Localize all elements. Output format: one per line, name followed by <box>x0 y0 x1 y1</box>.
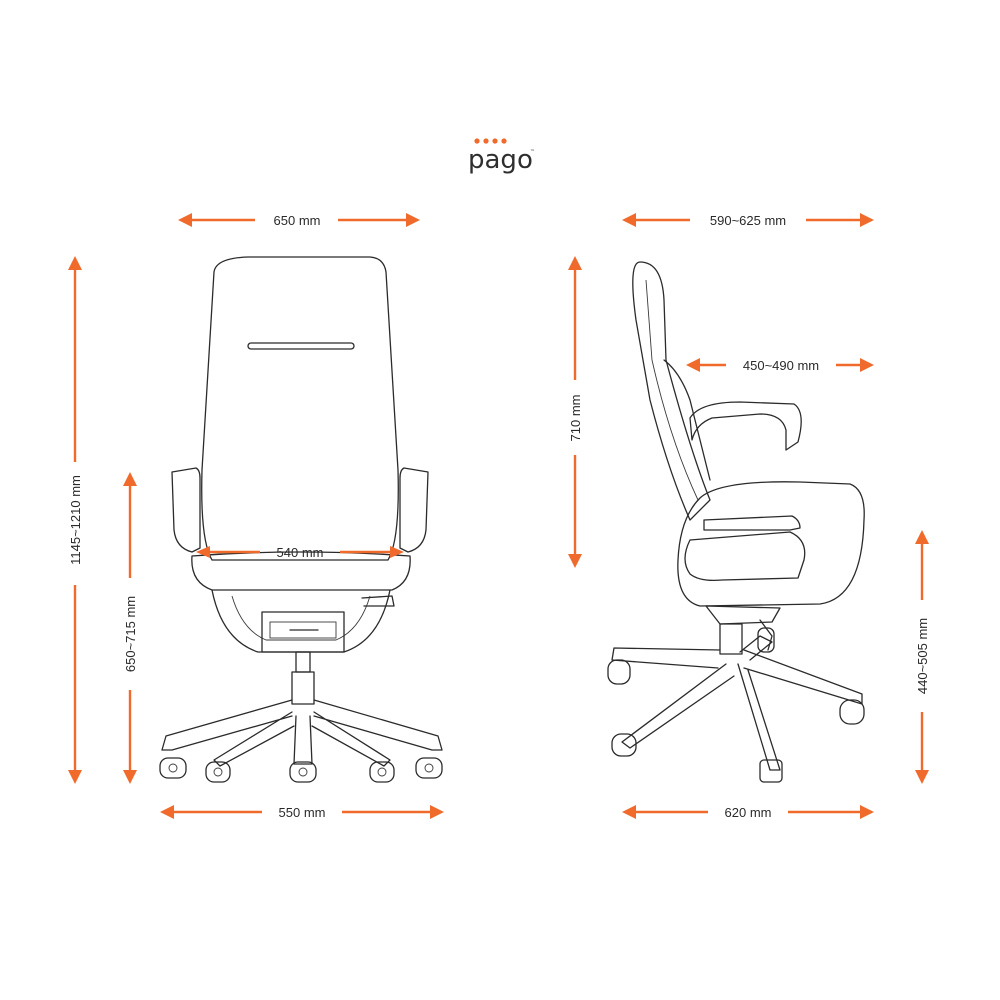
brand-logo: pago ™ <box>468 138 535 175</box>
front-seat-frame <box>211 589 391 653</box>
dim-front-seat-height-label: 650~715 mm <box>123 596 138 672</box>
dim-front-overall-width: 650 mm <box>178 213 420 228</box>
front-backrest-handle <box>247 342 355 350</box>
logo-dot <box>501 138 507 144</box>
front-view-chair-drawing <box>159 256 443 783</box>
side-armrest <box>689 401 802 451</box>
logo-dot <box>474 138 480 144</box>
dim-front-armrest-width: 540 mm <box>196 545 404 560</box>
logo-trademark: ™ <box>530 149 535 155</box>
side-lever <box>759 619 773 651</box>
dim-side-overall-depth: 590~625 mm <box>622 213 874 228</box>
side-view-chair-drawing <box>607 261 865 783</box>
dim-front-armrest-width-label: 540 mm <box>277 545 324 560</box>
side-casters <box>607 627 865 783</box>
logo-dot <box>492 138 498 144</box>
dim-front-base-width-label: 550 mm <box>279 805 326 820</box>
dim-side-back-height: 710 mm <box>568 256 583 568</box>
dim-front-overall-width-label: 650 mm <box>274 213 321 228</box>
dim-front-overall-height-label: 1145~1210 mm <box>68 475 83 565</box>
front-height-lever <box>361 595 395 607</box>
side-mechanism <box>705 605 781 625</box>
dim-side-overall-depth-label: 590~625 mm <box>710 213 786 228</box>
dim-side-armrest-depth-label: 450~490 mm <box>743 358 819 373</box>
front-gas-lift-upper <box>295 651 311 673</box>
dim-side-base-depth: 620 mm <box>622 805 874 820</box>
front-seat-cushion <box>191 551 411 591</box>
front-mechanism-plate <box>269 621 337 639</box>
side-seat-cushion <box>677 481 865 607</box>
front-seat-frame-inner <box>231 595 371 641</box>
logo-wordmark: pago <box>468 145 533 175</box>
side-base-star <box>611 635 863 771</box>
dim-side-base-depth-label: 620 mm <box>725 805 772 820</box>
front-base-star <box>161 699 443 767</box>
dim-side-armrest-depth: 450~490 mm <box>686 358 874 373</box>
side-backrest <box>632 261 711 521</box>
front-right-armrest <box>399 467 429 553</box>
dim-side-seat-height: 440~505 mm <box>915 530 930 784</box>
side-arm-pad <box>703 515 801 531</box>
dim-side-seat-height-label: 440~505 mm <box>915 618 930 694</box>
side-back-shell <box>663 359 711 481</box>
front-casters <box>159 757 443 783</box>
front-backrest <box>201 256 399 561</box>
dim-front-overall-height: 1145~1210 mm <box>68 256 83 784</box>
side-seat-frame <box>684 531 806 582</box>
dim-side-back-height-label: 710 mm <box>568 395 583 442</box>
side-backrest-inner <box>645 279 699 501</box>
logo-dot <box>483 138 489 144</box>
side-gas-lift <box>719 623 743 655</box>
dim-front-seat-height: 650~715 mm <box>123 472 138 784</box>
dim-front-base-width: 550 mm <box>160 805 444 820</box>
front-left-armrest <box>171 467 201 553</box>
front-mechanism <box>261 611 345 653</box>
front-gas-lift-lower <box>291 671 315 705</box>
